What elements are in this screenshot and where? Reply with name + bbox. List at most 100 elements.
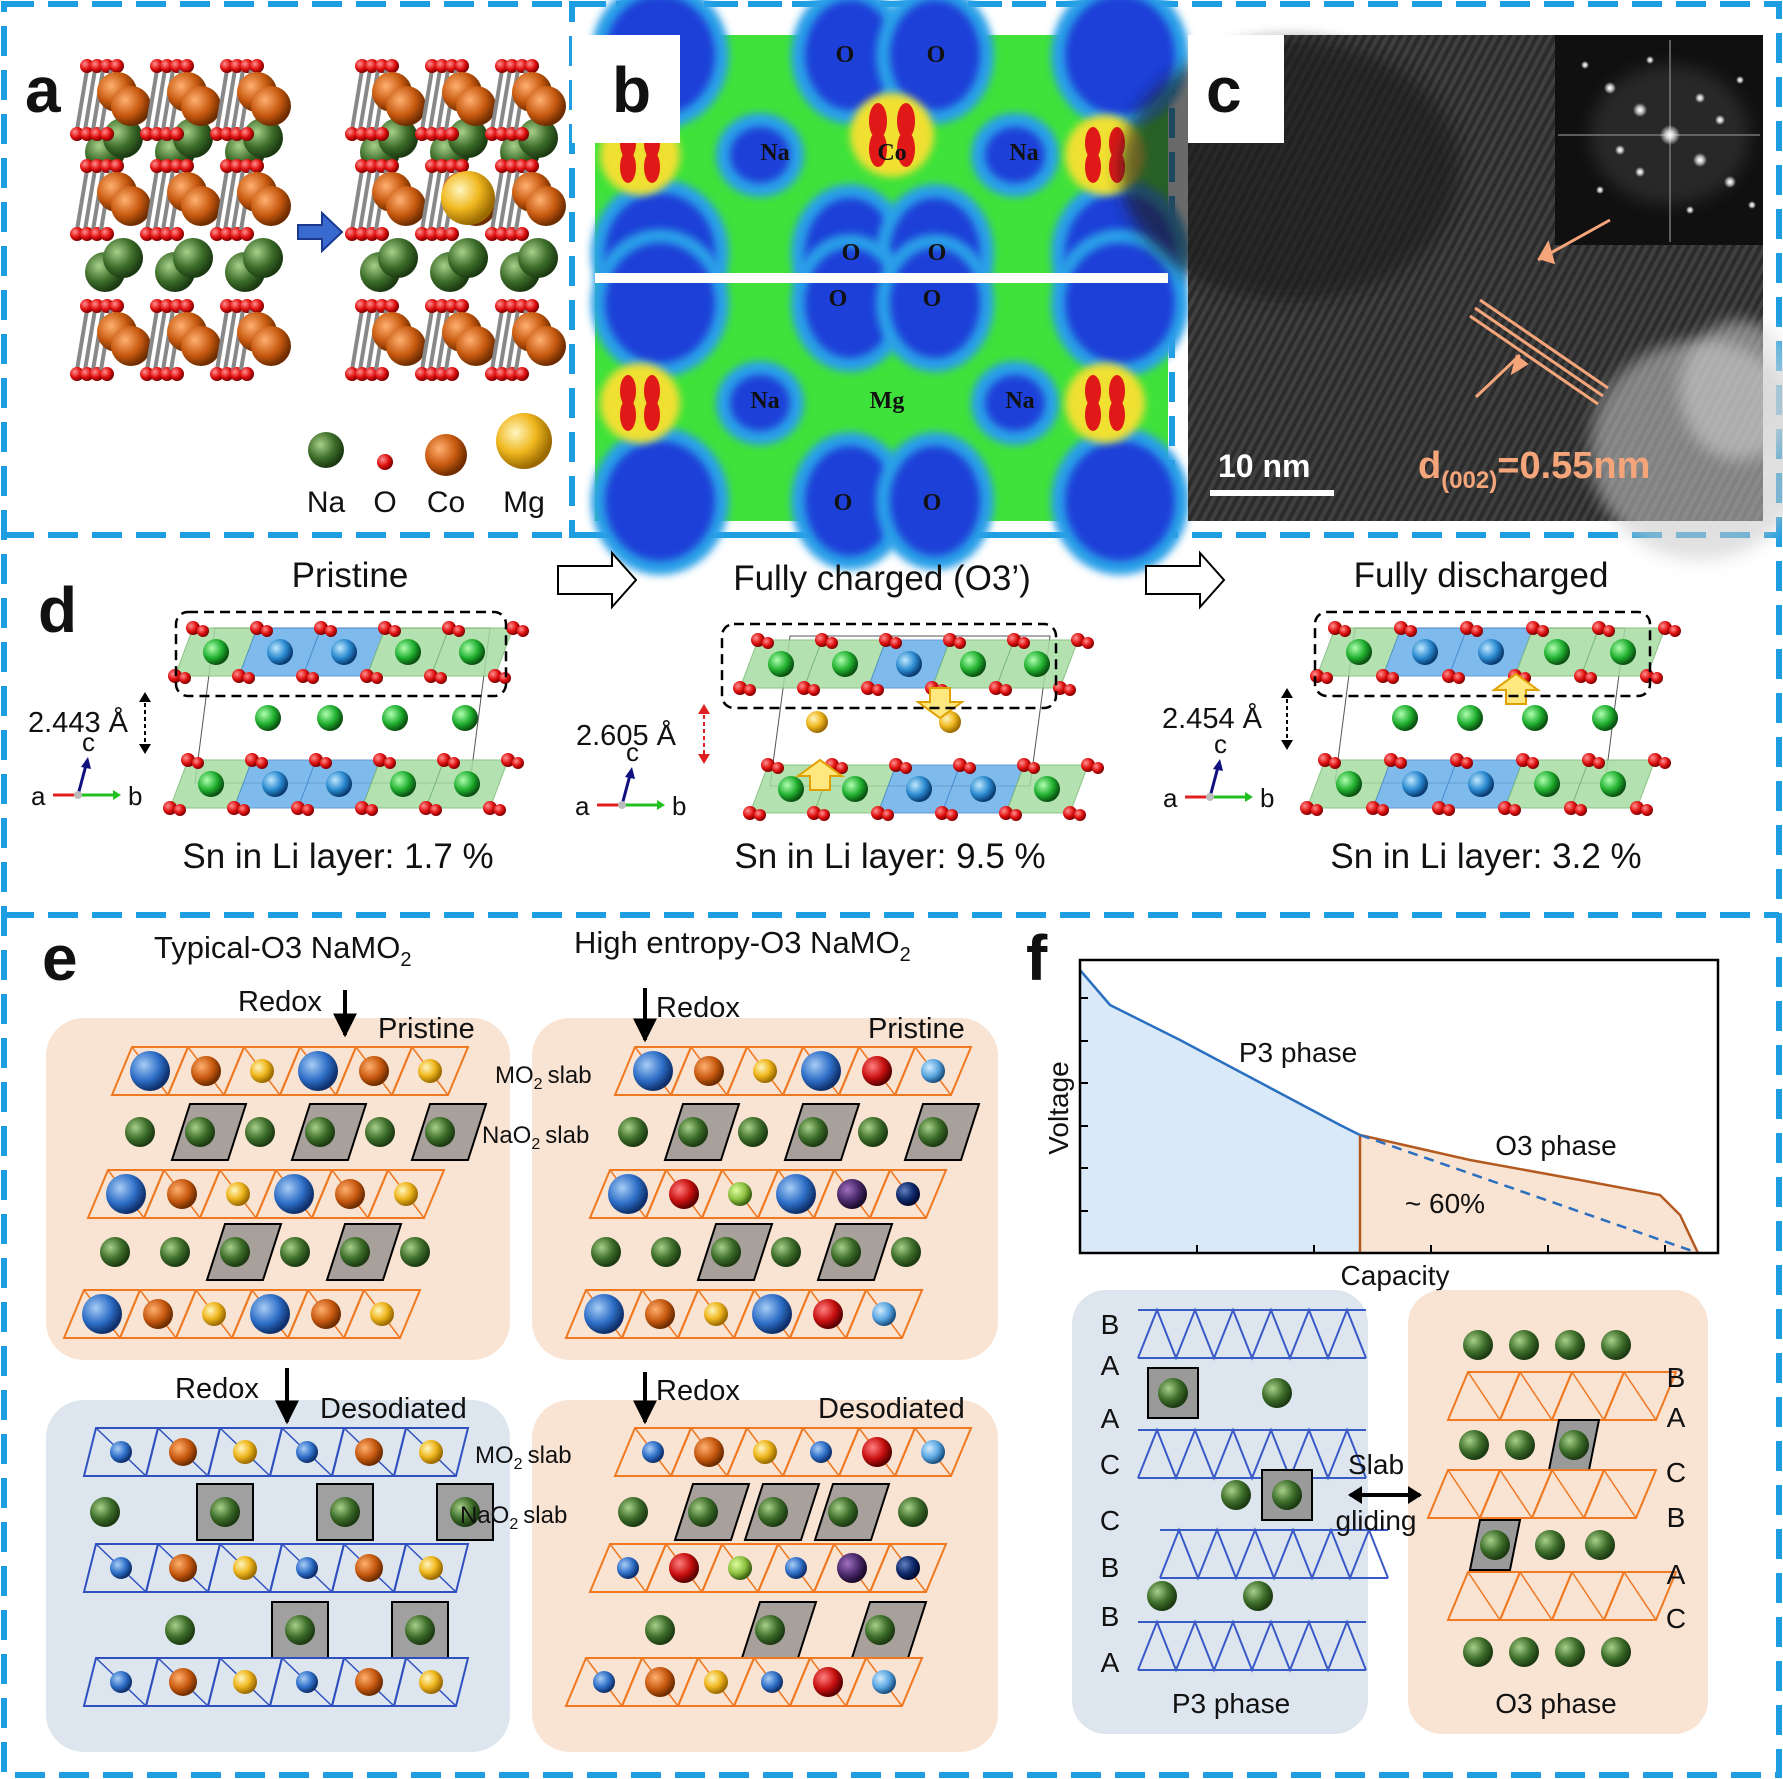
metal-ion xyxy=(130,1051,170,1091)
o-atom xyxy=(525,299,539,313)
metal-ion xyxy=(752,1294,792,1334)
na-atom xyxy=(738,1117,768,1147)
li-site xyxy=(198,771,224,797)
na-atom xyxy=(858,1117,888,1147)
o-atom xyxy=(365,127,379,141)
o3-stacking-letter: A xyxy=(1667,1402,1686,1433)
na-atom xyxy=(591,1237,621,1267)
o-atom xyxy=(1394,621,1408,635)
o-atom xyxy=(1384,753,1398,767)
o-atom xyxy=(355,227,369,241)
o-atom xyxy=(935,806,949,820)
o-atom xyxy=(1000,684,1012,696)
migration-arrow xyxy=(914,687,966,720)
o-atom xyxy=(419,801,433,815)
svg-text:O: O xyxy=(836,42,855,68)
o-atom xyxy=(180,159,194,173)
o-atom xyxy=(1328,621,1342,635)
o-atom xyxy=(871,806,885,820)
o-atom xyxy=(1630,801,1644,815)
o-atom xyxy=(160,159,174,173)
na-atom xyxy=(798,1117,828,1147)
panel-d-structures xyxy=(163,610,1681,821)
na-atom xyxy=(305,1117,335,1147)
o-atom xyxy=(150,127,164,141)
o-atom xyxy=(1651,672,1663,684)
na-atom xyxy=(1480,1530,1510,1560)
na-atom xyxy=(100,1237,130,1267)
o-atom xyxy=(751,633,765,647)
o-atom xyxy=(100,127,114,141)
o-atom xyxy=(1641,804,1653,816)
o-atom xyxy=(455,59,469,73)
o-atom xyxy=(150,227,164,241)
o-atom xyxy=(943,633,957,647)
o-atom xyxy=(181,753,195,767)
o3-stacking-letter: A xyxy=(1667,1559,1686,1590)
na-atom xyxy=(1262,1378,1292,1408)
metal-ion xyxy=(728,1182,752,1206)
o-atom xyxy=(170,127,184,141)
na-atom xyxy=(165,1615,195,1645)
o-atom xyxy=(378,621,392,635)
o-atom xyxy=(366,804,378,816)
li-site xyxy=(1346,639,1372,665)
o-atom xyxy=(1074,809,1086,821)
stage-sn-pristine: Sn in Li layer: 1.7 % xyxy=(182,837,493,876)
p3-caption: P3 phase xyxy=(1172,1688,1290,1719)
o-atom xyxy=(437,753,451,767)
co-atom xyxy=(386,186,426,226)
metal-ion xyxy=(837,1553,867,1583)
metal-ion xyxy=(110,1671,132,1693)
o-atom xyxy=(483,801,497,815)
na-atom xyxy=(1555,1637,1585,1667)
o-atom xyxy=(180,59,194,73)
o-atom xyxy=(872,684,884,696)
metal-ion xyxy=(921,1440,945,1464)
li-site xyxy=(1024,651,1050,677)
metal-ion xyxy=(169,1668,197,1696)
li-site xyxy=(203,639,229,665)
chart-x-label: Capacity xyxy=(1341,1260,1450,1291)
migration-arrow xyxy=(1490,672,1542,705)
o-atom xyxy=(250,621,264,635)
o-atom xyxy=(515,299,529,313)
chart-y-label: Voltage xyxy=(1043,1061,1074,1154)
na-atom xyxy=(405,1615,435,1645)
metal-ion xyxy=(753,1059,777,1083)
panel-letter-f: f xyxy=(1026,922,1048,994)
o-atom xyxy=(425,299,439,313)
fft-inset xyxy=(1555,35,1763,245)
metal-ion xyxy=(419,1556,443,1580)
o-atom xyxy=(240,367,254,381)
metal-ion xyxy=(355,1438,383,1466)
o-atom xyxy=(1377,804,1389,816)
o-atom xyxy=(455,159,469,173)
o-atom xyxy=(525,159,539,173)
o-atom xyxy=(210,127,224,141)
svg-text:Redox: Redox xyxy=(175,1373,259,1405)
o-atom xyxy=(494,804,506,816)
o-atom xyxy=(220,127,234,141)
o-atom xyxy=(1081,758,1095,772)
metal-ion xyxy=(813,1299,843,1329)
sn-site xyxy=(939,711,961,733)
na-atom xyxy=(651,1237,681,1267)
panel-letter-e: e xyxy=(42,922,78,994)
o-atom xyxy=(1471,625,1483,637)
metal-ion xyxy=(896,1182,920,1206)
metal-ion xyxy=(872,1670,896,1694)
na-atom xyxy=(891,1237,921,1267)
o-atom xyxy=(100,299,114,313)
o-atom xyxy=(1432,801,1446,815)
o-atom xyxy=(505,227,519,241)
o-atom xyxy=(1509,804,1521,816)
metal-ion xyxy=(202,1302,226,1326)
metal-ion xyxy=(359,1056,389,1086)
o-atom xyxy=(1064,684,1076,696)
axis-b-label: b xyxy=(1260,783,1274,813)
na-atom xyxy=(518,238,558,278)
na-atom xyxy=(1147,1581,1177,1611)
